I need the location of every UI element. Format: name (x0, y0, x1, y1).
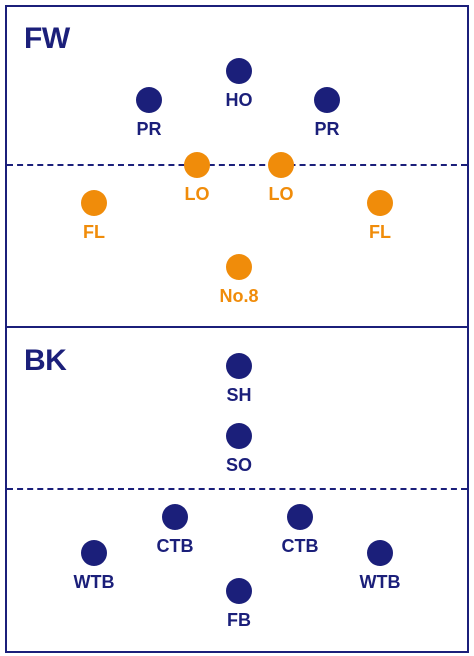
player-wtb-right: WTB (335, 540, 425, 592)
backs-line-dashed (7, 488, 467, 490)
player-so-label: SO (225, 455, 252, 475)
player-lo-left-marker (184, 152, 210, 178)
player-lo-right-label: LO (268, 184, 294, 204)
player-ctb-right-marker (287, 504, 313, 530)
player-ho-label: HO (225, 90, 253, 110)
player-pr-right-label: PR (314, 119, 340, 139)
player-fb-marker (226, 578, 252, 604)
player-fl-right: FL (335, 190, 425, 242)
player-no8-marker (226, 254, 252, 280)
player-ho-marker (226, 58, 252, 84)
player-ctb-left-label: CTB (156, 536, 194, 556)
player-fl-right-marker (367, 190, 393, 216)
player-wtb-left: WTB (49, 540, 139, 592)
player-pr-left-marker (136, 87, 162, 113)
player-pr-right: PR (282, 87, 372, 139)
player-lo-left: LO (152, 152, 242, 204)
player-sh-marker (226, 353, 252, 379)
player-fb: FB (194, 578, 284, 630)
forwards-line-dashed (7, 164, 467, 166)
player-fl-left: FL (49, 190, 139, 242)
player-pr-left-label: PR (136, 119, 162, 139)
player-ctb-left-marker (162, 504, 188, 530)
player-lo-right-marker (268, 152, 294, 178)
player-wtb-right-marker (367, 540, 393, 566)
section-divider (5, 326, 469, 328)
player-so-marker (226, 423, 252, 449)
player-pr-left: PR (104, 87, 194, 139)
player-so: SO (194, 423, 284, 475)
player-wtb-left-marker (81, 540, 107, 566)
player-lo-right: LO (236, 152, 326, 204)
player-fb-label: FB (227, 610, 251, 630)
forwards-title: FW (24, 22, 70, 55)
player-lo-left-label: LO (184, 184, 210, 204)
player-ctb-left: CTB (130, 504, 220, 556)
player-fl-left-label: FL (83, 222, 105, 242)
player-ctb-right-label: CTB (281, 536, 319, 556)
player-wtb-right-label: WTB (359, 572, 401, 592)
backs-title: BK (24, 344, 67, 377)
player-pr-right-marker (314, 87, 340, 113)
player-no8: No.8 (194, 254, 284, 306)
player-no8-label: No.8 (219, 286, 259, 306)
formation-frame (5, 5, 469, 653)
player-sh: SH (194, 353, 284, 405)
player-ctb-right: CTB (255, 504, 345, 556)
player-sh-label: SH (226, 385, 252, 405)
player-ho: HO (194, 58, 284, 110)
player-fl-right-label: FL (369, 222, 391, 242)
player-wtb-left-label: WTB (73, 572, 115, 592)
player-fl-left-marker (81, 190, 107, 216)
